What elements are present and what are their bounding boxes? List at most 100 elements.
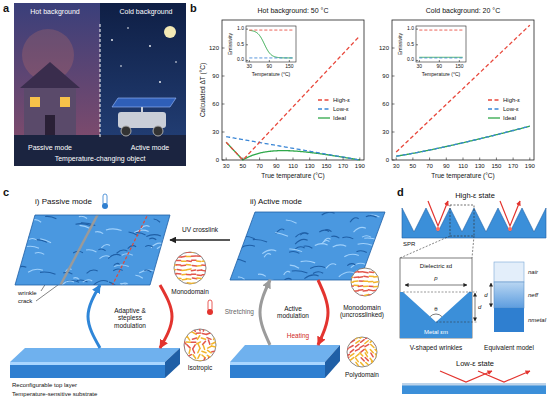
mesogen-rod xyxy=(181,283,185,285)
wrinkle-ridge xyxy=(333,245,347,247)
inset-curve xyxy=(419,57,462,58)
wrinkle-ridge xyxy=(304,246,313,248)
mesogen-rod xyxy=(374,276,378,278)
mesogen-rod xyxy=(345,344,349,346)
mesogen-rod xyxy=(202,270,206,272)
illustration-shape xyxy=(440,371,492,382)
tick-label: 150 xyxy=(285,64,293,70)
tick-label: 60 xyxy=(382,101,389,108)
mesogen-rod xyxy=(356,354,359,357)
mesogen-rod xyxy=(183,353,185,357)
mesogen-rod xyxy=(201,255,205,257)
wrinkle-ridge xyxy=(34,220,41,223)
mesogen-rod xyxy=(360,353,363,356)
illustration-shape xyxy=(30,97,40,107)
mesogen-rod xyxy=(189,349,190,353)
illustration-shape xyxy=(494,282,524,308)
wrinkle-ridge xyxy=(284,271,291,274)
state-panel: i) Passive modeMonodomain xyxy=(15,215,170,285)
mesogen-rod xyxy=(198,354,200,358)
mesogen-rod xyxy=(351,363,354,366)
wrinkle-ridge xyxy=(98,249,105,251)
illustration-shape xyxy=(153,126,163,136)
mesogen-rod xyxy=(371,353,373,357)
illustration-shape xyxy=(111,39,113,41)
tick-mark xyxy=(412,158,413,161)
mesogen-rod xyxy=(177,282,181,284)
tick-mark xyxy=(222,48,225,49)
mesogen-rod xyxy=(365,341,368,344)
wrinkle-ridge xyxy=(234,259,246,262)
wrinkle-ridge xyxy=(392,212,408,216)
panel-letter: d xyxy=(397,186,404,199)
mesogen-rod xyxy=(186,256,190,258)
wrinkle-ridge xyxy=(366,216,377,218)
mesogen-rod xyxy=(192,277,196,279)
mesogen-rod xyxy=(363,280,367,282)
wrinkle-ridge xyxy=(364,238,378,240)
wrinkle-ridge xyxy=(144,270,151,272)
tick-mark xyxy=(246,60,248,61)
wrinkle-ridge xyxy=(13,235,29,237)
wrinkle-ridge xyxy=(168,244,179,247)
data-curve xyxy=(396,126,530,156)
mesogen-rod xyxy=(366,363,369,366)
line-chart xyxy=(222,20,364,160)
crack-line xyxy=(112,214,148,286)
illustration-shape xyxy=(121,126,131,136)
mesogen-rod xyxy=(182,337,186,339)
wrinkle-ridge xyxy=(95,232,103,234)
mesogen-rod xyxy=(346,354,350,356)
state-title: High-ε state xyxy=(455,192,495,201)
axis-title: True temperature (°C) xyxy=(431,172,494,179)
mesogen-rod xyxy=(358,267,362,269)
rover-panel xyxy=(112,98,176,107)
mesogen-rod xyxy=(202,279,206,281)
tick-mark xyxy=(343,158,344,161)
mesogen-rod xyxy=(349,337,353,339)
mesogen-rod xyxy=(191,274,195,276)
connector-arrow xyxy=(170,239,230,241)
wrinkle-ridge xyxy=(384,214,395,217)
wrinkle-ridge xyxy=(320,282,331,284)
tick-label: 150 xyxy=(455,64,463,70)
mesogen-rod xyxy=(202,260,206,262)
mesogen-rod xyxy=(187,328,190,331)
tick-mark xyxy=(396,158,397,161)
top-layer xyxy=(230,362,325,365)
mesogen-rod xyxy=(193,345,195,349)
tick-label: 1.0 xyxy=(407,26,414,32)
wrinkle-ridge xyxy=(146,235,161,237)
tick-label: 0 xyxy=(216,157,219,164)
mesogen-rod xyxy=(356,336,359,339)
mesogen-rod xyxy=(376,361,378,365)
wrinkle-ridge xyxy=(301,261,316,263)
legend-sample xyxy=(488,108,500,109)
scene-label: Temperature-changing object xyxy=(55,155,146,163)
illustration-shape xyxy=(10,209,203,288)
wrinkle-ridge xyxy=(390,256,398,260)
mesogen-rod xyxy=(183,358,185,362)
tick-mark xyxy=(242,158,243,161)
tick-label: 150 xyxy=(321,163,331,170)
wrinkle-ridge xyxy=(319,230,329,232)
wrinkle-ridge xyxy=(381,267,394,269)
tick-mark xyxy=(392,160,395,161)
tick-label: 30 xyxy=(393,163,400,170)
dimension-label: p xyxy=(434,275,437,282)
mesogen-rod xyxy=(373,267,377,269)
mesogen-rod xyxy=(187,268,191,270)
mesogen-rod xyxy=(197,274,201,276)
connector-label: UV crosslink xyxy=(181,226,219,233)
mesogen-rod xyxy=(186,341,190,343)
domain-inset xyxy=(348,267,379,296)
surface-outline xyxy=(15,215,170,285)
tick-label: 0.5 xyxy=(407,42,414,48)
illustration-shape xyxy=(450,205,474,236)
illustration-shape xyxy=(436,322,477,323)
illustration-shape xyxy=(400,292,472,338)
wrinkle-ridge xyxy=(157,245,169,248)
illustration-shape xyxy=(469,292,477,293)
state-title: Low-ε state xyxy=(456,360,494,369)
